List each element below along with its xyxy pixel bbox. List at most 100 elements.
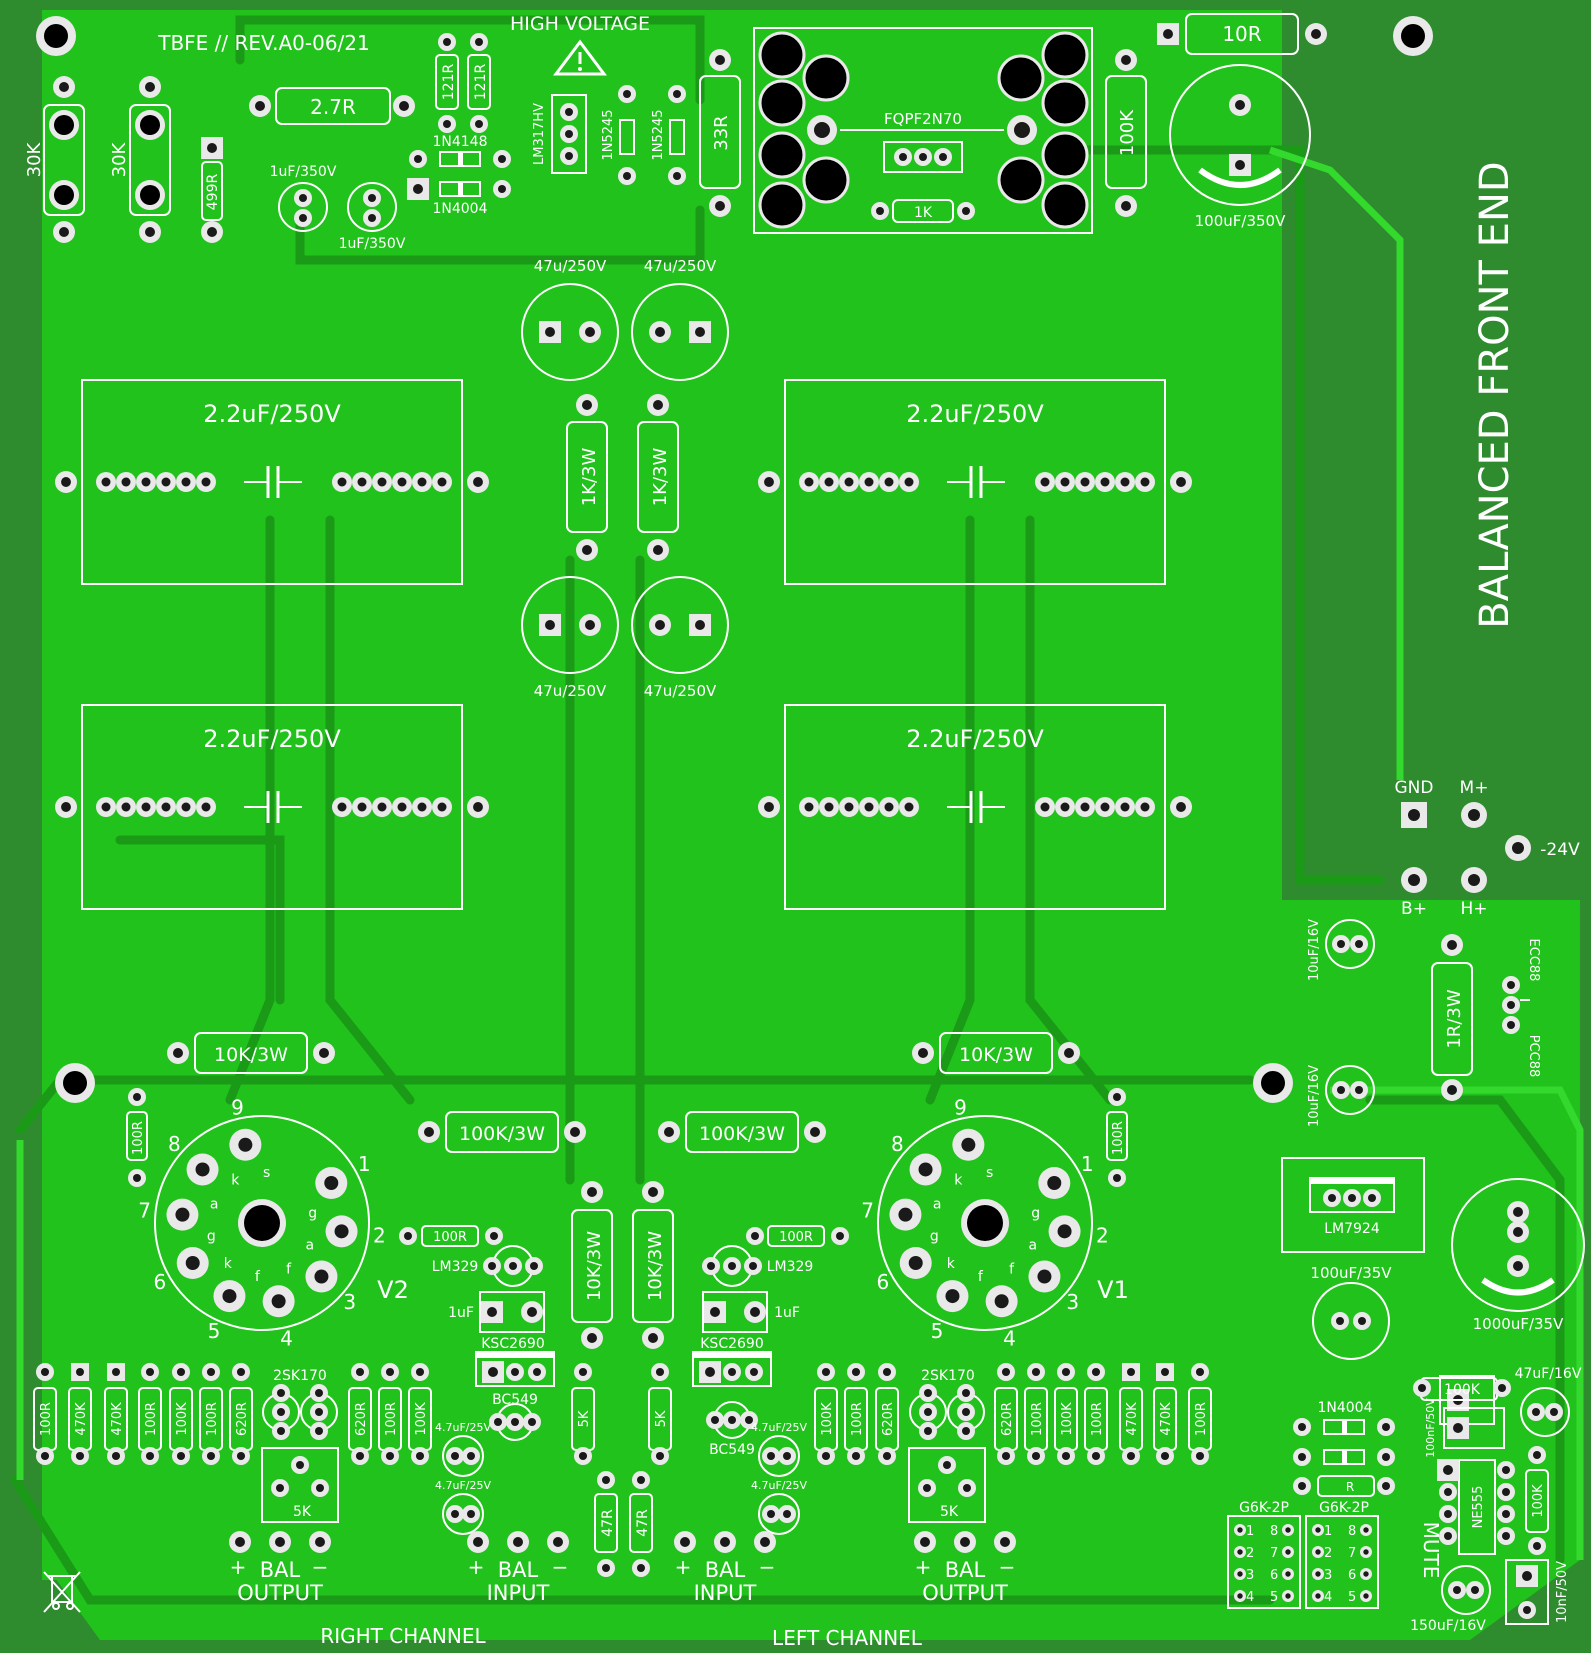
d-1n4004-mute-label: 1N4004 [1317,1400,1372,1416]
bal-input-left-minus: − [759,1555,776,1579]
relay-pin-number: 6 [1348,1568,1356,1583]
r-47-pair: 47R 47R [594,1471,653,1577]
r-1r-3w-label: 1R/3W [1444,989,1465,1048]
r-10k-3w-left-ch-label: 10K/3W [959,1044,1033,1066]
r-100-grid-right: 100R [399,1225,503,1247]
film-cap-tl: 2.2uF/250V [81,379,463,585]
resistor-label: 470K [1159,1402,1174,1436]
r-100k-top-label: 100K [1117,109,1138,156]
c-47u-250-c: 47u/250V [521,576,619,700]
ne555-label: NE555 [1471,1486,1486,1529]
copper-pour-bottom [42,1450,1282,1640]
tube-pin-number: 3 [1066,1290,1079,1314]
r-10k-3w-v-a-label: 10K/3W [584,1231,605,1301]
c-10u-16-b: 10uF/16V [1307,1065,1375,1127]
c-10u-16-a-label: 10uF/16V [1307,919,1322,981]
relay-pin-number: 2 [1246,1546,1254,1561]
resistor-label: 470K [74,1402,89,1436]
bal-output-right-minus: − [312,1555,329,1579]
tube-pin-letter: f [978,1269,984,1285]
r-2-7-label: 2.7R [310,95,356,119]
ksc2690-left: KSC2690 [692,1336,772,1387]
tube-pin-letter: a [306,1237,315,1253]
resistor-label: 620R [354,1402,369,1436]
film-cap-tr: 2.2uF/250V [784,379,1166,585]
r-1k-3w-b-label: 1K/3W [650,448,671,507]
mounting-holes [36,16,1433,1103]
bc549-right-label: BC549 [492,1392,538,1408]
bal-input-right-bal: BAL [498,1558,539,1582]
resistor-label: 620R [1000,1402,1015,1436]
r-1r-3w: 1R/3W [1431,934,1473,1101]
film-cap-br: 2.2uF/250V [784,704,1166,910]
resistor-label: 620R [235,1402,250,1436]
c-100n-50: 100nF/50V [1424,1398,1505,1458]
film-cap-bl: 2.2uF/250V [81,704,463,910]
c-47u-250-a-label: 47u/250V [534,257,607,275]
tube-pin-number: 6 [153,1270,166,1294]
r-499-label: 499R [205,174,221,211]
tube-pin-number: 6 [876,1270,889,1294]
tube-pin-number: 2 [1096,1223,1109,1247]
r-100-grid-left-label: 100R [779,1230,813,1245]
c-47u-250-d: 47u/250V [631,576,729,700]
tube-pin-number: 7 [138,1199,151,1223]
c-4u7-a-label: 4.7uF/25V [435,1421,491,1434]
r-100k-3w-b: 100K/3W [658,1111,826,1153]
relay-pin-number: 8 [1270,1524,1278,1539]
bal-output-right-output: OUTPUT [237,1581,323,1605]
c-47u-16: 47uF/16V [1515,1366,1582,1437]
c-100u-35-label: 100uF/35V [1310,1264,1392,1282]
pot-5k-left: 5K [908,1447,986,1523]
tube-pin-number: 9 [231,1096,244,1120]
lm7924: LM7924 [1281,1157,1425,1253]
r-121-pair: 121R 121R [435,33,491,133]
r-mute-small-label: R [1346,1480,1354,1494]
c-100u-35: 100uF/35V [1310,1264,1392,1360]
c-10n-50-label: 10nF/50V [1555,1561,1570,1623]
mute-r-100k-real: 100K [1413,1377,1511,1401]
c-1u-350-b-label: 1uF/350V [339,236,406,252]
minus24-label: -24V [1540,840,1580,860]
relay-pin-number: 6 [1270,1568,1278,1583]
c-10n-50: 10nF/50V [1505,1559,1570,1625]
weee-recycle-bin-icon [43,1571,81,1613]
bal-output-left: + − BAL OUTPUT [914,1531,1016,1605]
tube-pin-letter: g [1031,1205,1040,1221]
r-10k-3w-left-ch: 10K/3W [912,1032,1080,1074]
relay-pin-number: 3 [1246,1568,1254,1583]
m-plus-label: M+ [1460,778,1489,798]
c-1u-350-a-label: 1uF/350V [270,164,337,180]
right-channel-label: RIGHT CHANNEL [320,1624,486,1648]
bal-output-left-output: OUTPUT [922,1581,1008,1605]
bal-output-left-bal: BAL [945,1558,986,1582]
c-10u-16-a: 10uF/16V [1307,919,1375,981]
lm317hv-label: LM317HV [532,103,547,165]
resistor-label: 100R [205,1402,220,1436]
r-10k-3w-right-ch: 10K/3W [167,1032,335,1074]
mute-label: MUTE [1419,1522,1443,1579]
relay-pin-number: 3 [1324,1568,1332,1583]
resistor-label: 100K [1060,1402,1075,1436]
pot-5k-right-label: 5K [293,1504,312,1520]
film-cap-tr-label: 2.2uF/250V [906,400,1044,428]
gnd-label: GND [1395,778,1434,798]
c-47u-250-b: 47u/250V [631,257,729,381]
r-100-grid-left: 100R [746,1225,849,1247]
heater-select: ECC88 PCC88 [1502,939,1541,1077]
r-100k-3w-a-label: 100K/3W [459,1123,545,1145]
c-10u-16-b-label: 10uF/16V [1307,1065,1322,1127]
ksc2690-right: KSC2690 [475,1336,555,1387]
lm317hv: LM317HV [532,94,587,174]
relay-pin-number: 7 [1270,1546,1278,1561]
relay-pin-number: 4 [1324,1590,1332,1605]
c-1u-right-label: 1uF [448,1305,474,1321]
c-47u-250-a: 47u/250V [521,257,619,381]
c-47u-250-b-label: 47u/250V [644,257,717,275]
r-10: 10R [1157,13,1327,55]
bal-output-right-bal: BAL [260,1558,301,1582]
tube-pin-letter: g [207,1229,216,1245]
c-100u-350-label: 100uF/350V [1195,212,1286,230]
